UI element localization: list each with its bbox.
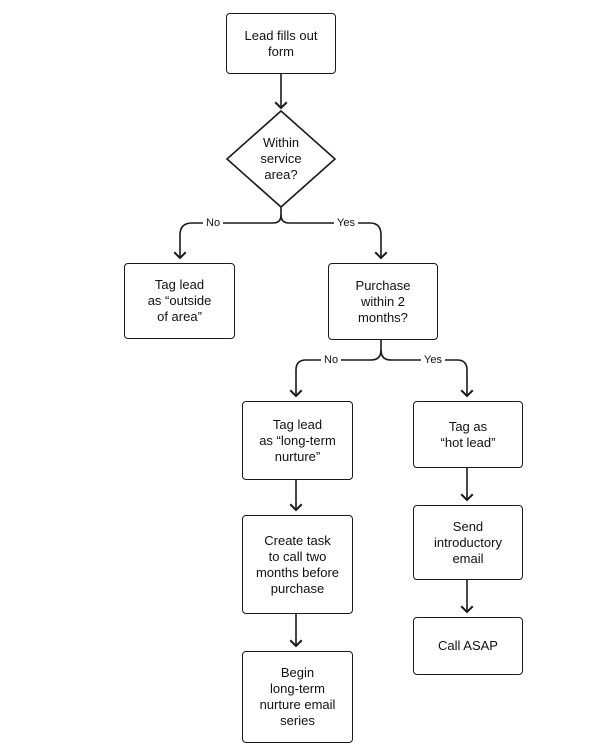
branch-purchase-yes [380, 349, 474, 398]
node-within-service-area: Within service area? [260, 135, 302, 182]
node-purchase-within-2-months: Purchase within 2 months? [328, 263, 438, 340]
edge-label-no-purchase: No [321, 354, 342, 366]
edge-label-yes: Yes [334, 217, 358, 229]
branch-service-area-yes [280, 214, 388, 260]
branch-service-area-stem [173, 207, 282, 260]
edge-label-yes-purchase: Yes [421, 354, 445, 366]
node-begin-nurture-series: Begin long-term nurture email series [242, 651, 353, 743]
node-tag-hot-lead: Tag as “hot lead” [413, 401, 523, 468]
node-create-task: Create task to call two months before pu… [242, 515, 353, 614]
node-send-introductory-email: Send introductory email [413, 505, 523, 580]
branch-purchase-no [289, 340, 382, 398]
node-tag-long-term-nurture: Tag lead as “long-term nurture” [242, 401, 353, 480]
node-call-asap: Call ASAP [413, 617, 523, 675]
edge-label-no: No [203, 217, 224, 229]
node-lead-fills-out-form: Lead fills out form [226, 13, 336, 74]
node-tag-outside-area: Tag lead as “outside of area” [124, 263, 235, 339]
